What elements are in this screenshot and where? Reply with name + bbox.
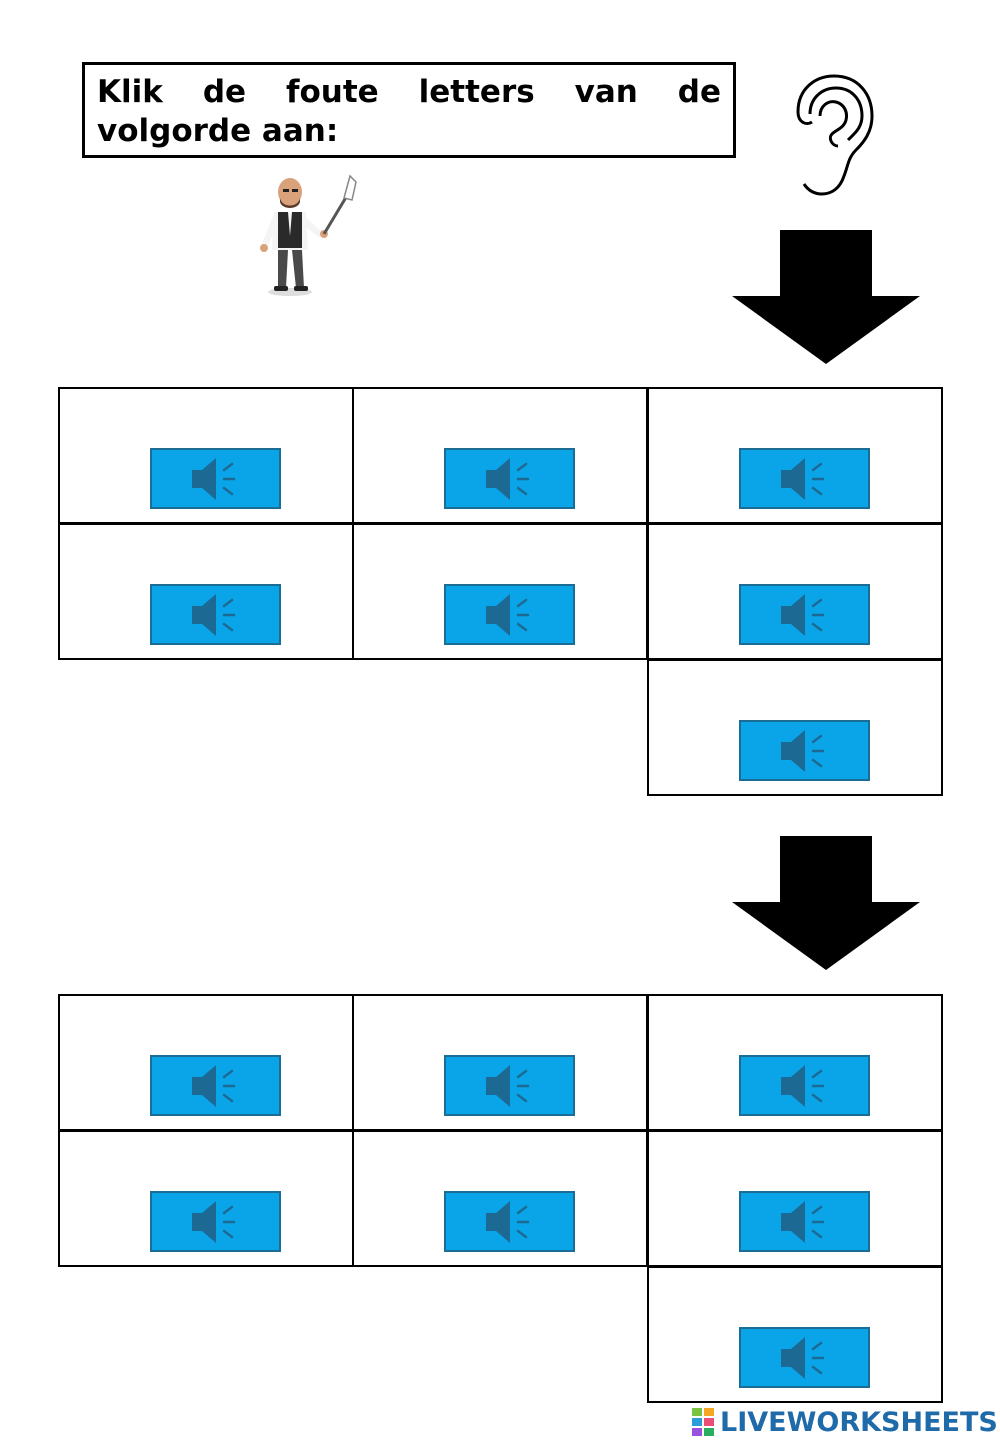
down-arrow-icon xyxy=(732,836,920,970)
answer-cell xyxy=(647,387,943,524)
answer-cell xyxy=(647,994,943,1131)
play-sound-button[interactable] xyxy=(739,720,870,781)
speaker-icon xyxy=(191,457,235,500)
play-sound-button[interactable] xyxy=(444,1055,575,1116)
answer-cell xyxy=(352,1130,648,1267)
play-sound-button[interactable] xyxy=(150,584,281,645)
play-sound-button[interactable] xyxy=(150,1191,281,1252)
speaker-icon xyxy=(780,1336,824,1379)
answer-cell xyxy=(352,523,648,660)
speaker-icon xyxy=(191,1200,235,1243)
answer-cell xyxy=(647,1266,943,1403)
speaker-icon xyxy=(780,1064,824,1107)
answer-cell xyxy=(58,387,354,524)
play-sound-button[interactable] xyxy=(444,448,575,509)
play-sound-button[interactable] xyxy=(444,584,575,645)
instruction-text: Klik de foute letters van de volgorde aa… xyxy=(82,62,736,158)
speaker-icon xyxy=(485,1064,529,1107)
speaker-icon xyxy=(485,457,529,500)
answer-cell xyxy=(647,1130,943,1267)
answer-cell xyxy=(647,523,943,660)
teacher-illustration xyxy=(260,174,357,296)
play-sound-button[interactable] xyxy=(444,1191,575,1252)
liveworksheets-logo: LIVEWORKSHEETS xyxy=(692,1404,998,1440)
speaker-icon xyxy=(780,1200,824,1243)
play-sound-button[interactable] xyxy=(739,584,870,645)
speaker-icon xyxy=(780,729,824,772)
play-sound-button[interactable] xyxy=(739,1055,870,1116)
speaker-icon xyxy=(485,1200,529,1243)
play-sound-button[interactable] xyxy=(150,1055,281,1116)
speaker-icon xyxy=(485,593,529,636)
ear-icon xyxy=(796,74,874,196)
answer-cell xyxy=(352,387,648,524)
answer-cell xyxy=(58,1130,354,1267)
answer-cell xyxy=(58,994,354,1131)
liveworksheets-mark-icon xyxy=(692,1408,714,1436)
play-sound-button[interactable] xyxy=(739,1327,870,1388)
play-sound-button[interactable] xyxy=(739,448,870,509)
speaker-icon xyxy=(780,457,824,500)
play-sound-button[interactable] xyxy=(150,448,281,509)
speaker-icon xyxy=(191,1064,235,1107)
down-arrow-icon xyxy=(732,230,920,364)
answer-cell xyxy=(58,523,354,660)
speaker-icon xyxy=(191,593,235,636)
play-sound-button[interactable] xyxy=(739,1191,870,1252)
answer-cell xyxy=(352,994,648,1131)
answer-cell xyxy=(647,659,943,796)
speaker-icon xyxy=(780,593,824,636)
logo-text: LIVEWORKSHEETS xyxy=(720,1406,998,1438)
